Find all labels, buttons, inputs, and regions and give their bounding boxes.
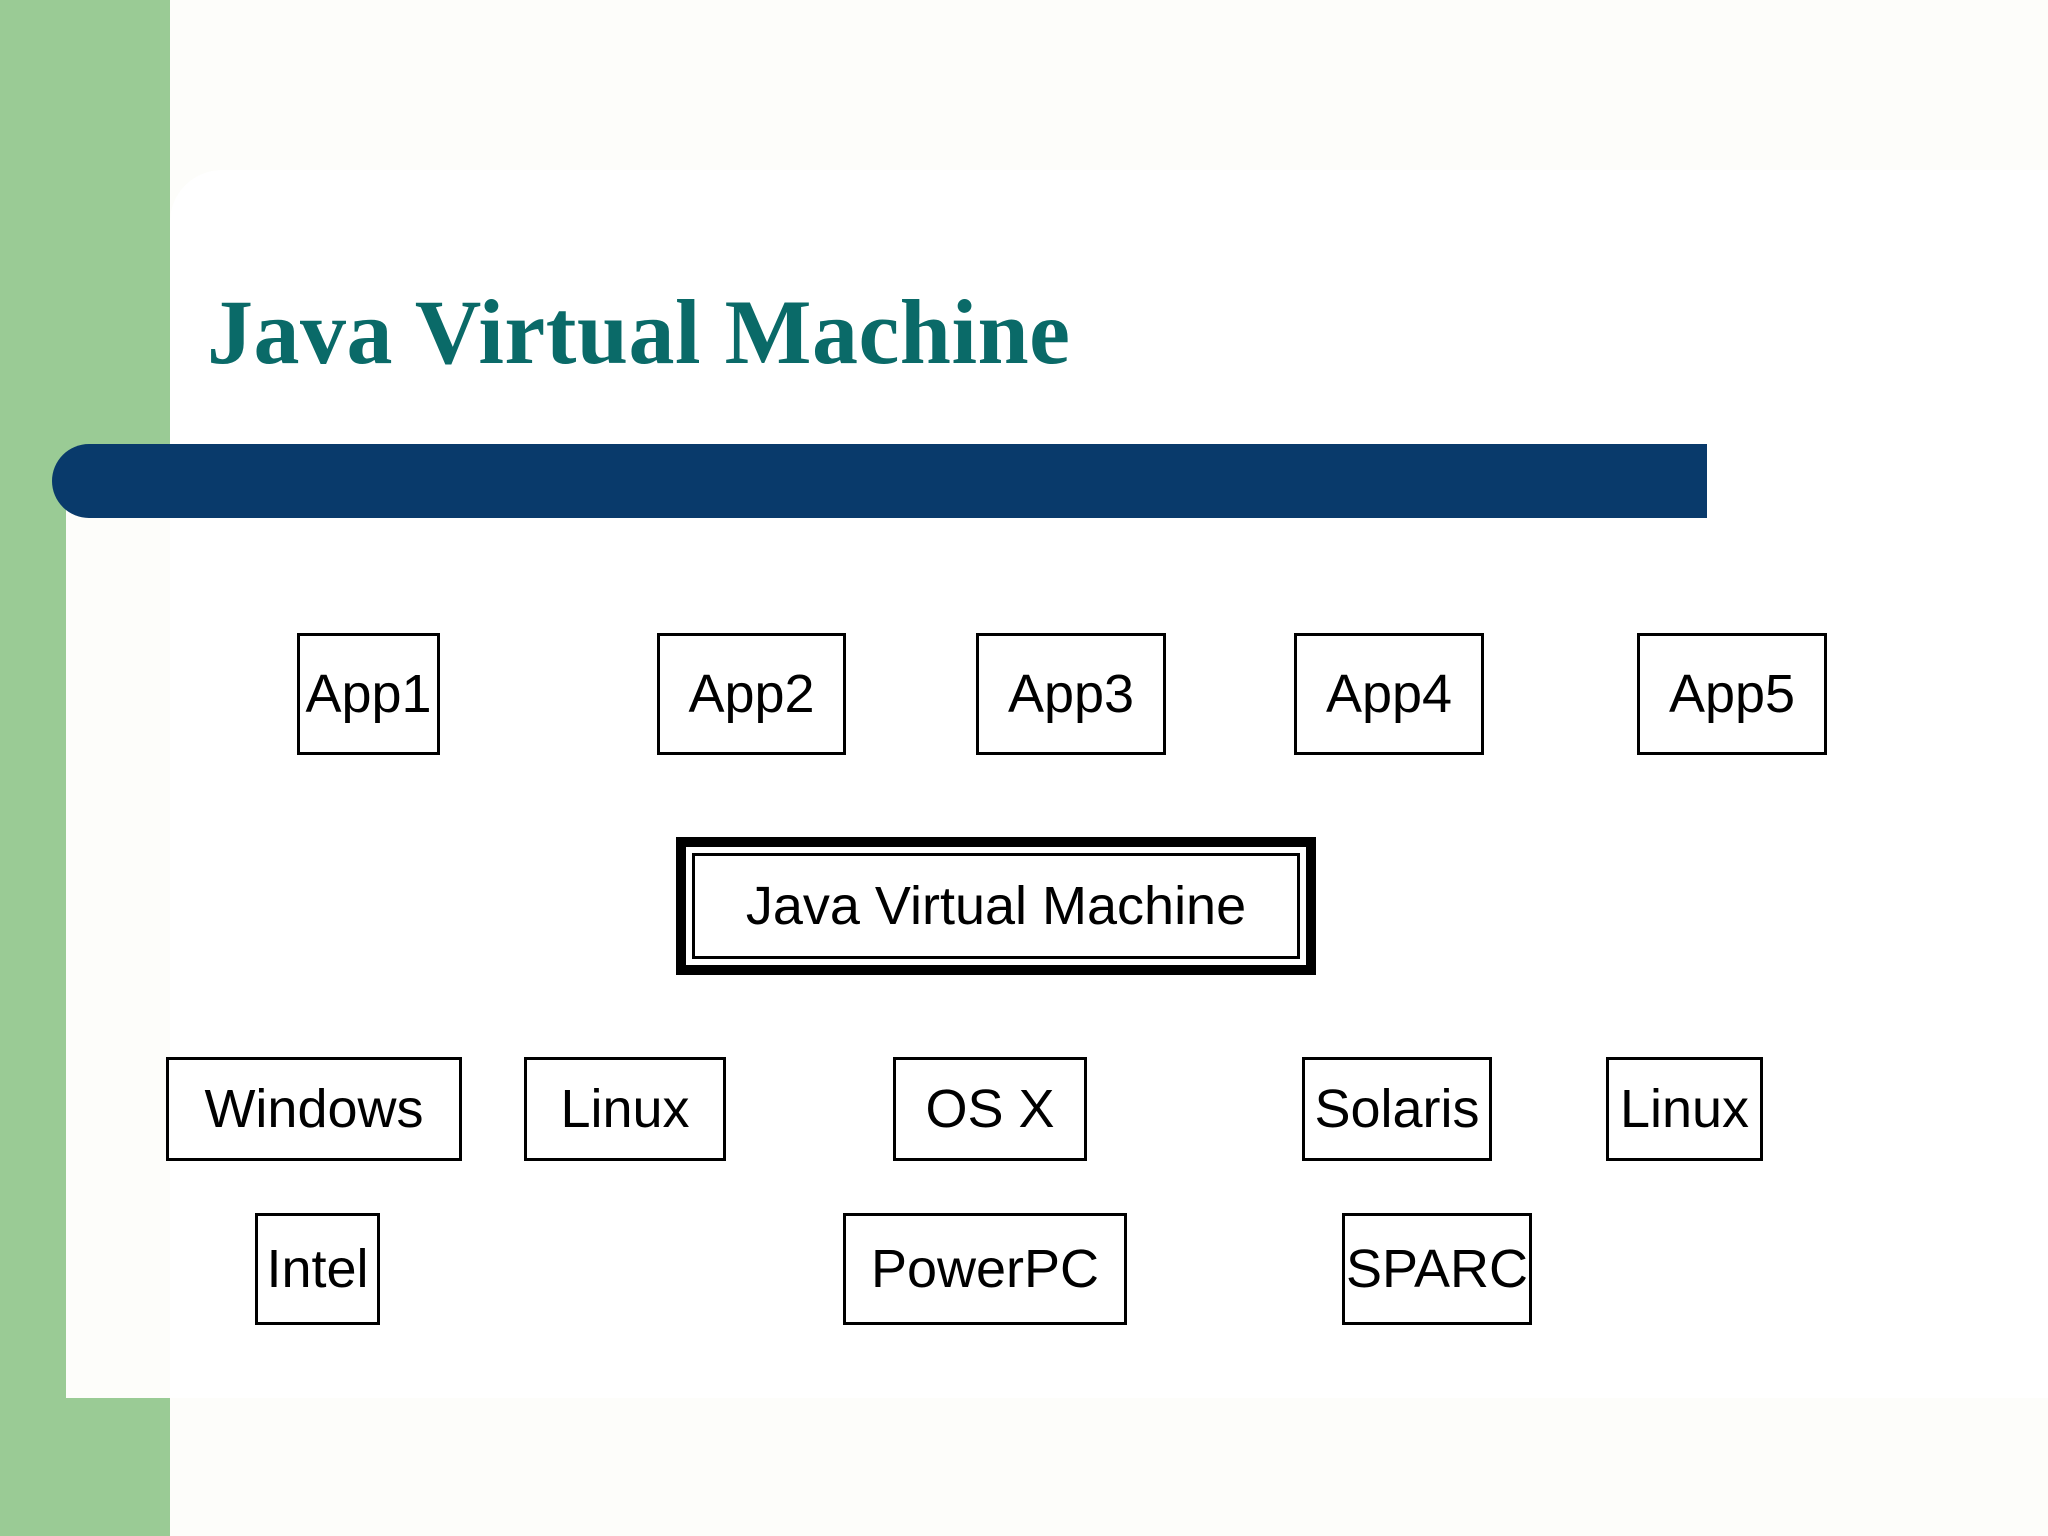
page-title: Java Virtual Machine — [207, 281, 1071, 383]
diagram-box-powerpc: PowerPC — [843, 1213, 1127, 1325]
title-underline-bar — [52, 444, 1707, 518]
diagram-box-label: Java Virtual Machine — [692, 853, 1300, 959]
diagram-box-solaris: Solaris — [1302, 1057, 1492, 1161]
diagram-box-linux: Linux — [524, 1057, 726, 1161]
decorative-green-spine — [0, 0, 66, 1536]
diagram-box-app2: App2 — [657, 633, 846, 755]
content-panel — [170, 170, 2048, 1398]
diagram-box-app5: App5 — [1637, 633, 1827, 755]
diagram-box-app1: App1 — [297, 633, 440, 755]
diagram-box-app4: App4 — [1294, 633, 1484, 755]
diagram-box-windows: Windows — [166, 1057, 462, 1161]
diagram-box-app3: App3 — [976, 633, 1166, 755]
decorative-green-block-bottom — [0, 1398, 170, 1536]
diagram-box-java-virtual-machine: Java Virtual Machine — [676, 837, 1316, 975]
diagram-box-os-x: OS X — [893, 1057, 1087, 1161]
diagram-box-linux: Linux — [1606, 1057, 1763, 1161]
diagram-box-sparc: SPARC — [1342, 1213, 1532, 1325]
diagram-box-intel: Intel — [255, 1213, 380, 1325]
